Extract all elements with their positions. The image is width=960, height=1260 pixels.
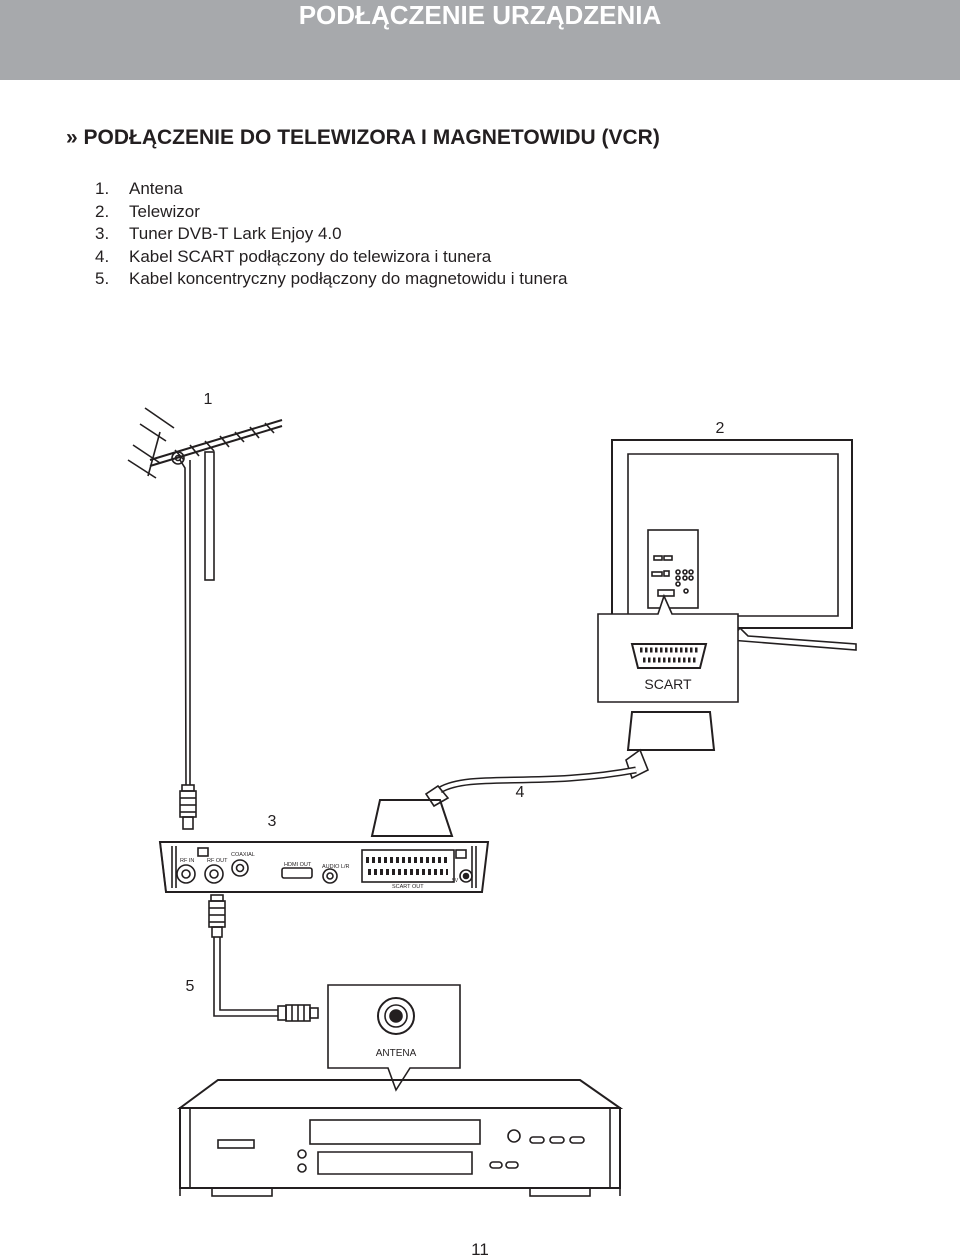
item-number: 5. [95,269,110,289]
power-label: 5V [452,878,459,884]
tuner-illustration [158,841,490,893]
tv-illustration [611,439,857,651]
scart-label: SCART [644,676,692,692]
coax-cable [208,894,319,1022]
rf-out-label: RF OUT [207,858,228,864]
item-text: Kabel SCART podłączony do telewizora i t… [129,246,492,266]
coaxial-label: COAXIAL [231,852,255,858]
page-title: PODŁĄCZENIE URZĄDZENIA [298,0,662,30]
item-text: Kabel koncentryczny podłączony do magnet… [129,269,568,289]
scart-socket-pins [640,647,700,663]
list-item: 1. Antena [95,178,568,201]
item-number: 2. [95,201,110,221]
item-number: 4. [95,246,110,266]
callout-antenna: 1 [204,391,213,408]
scart-out-label: SCART OUT [392,884,424,890]
rf-in-label: RF IN [180,858,194,864]
list-item: 4. Kabel SCART podłączony do telewizora i… [95,246,568,269]
antenna-illustration [127,407,283,581]
page-number: 11 [471,1240,489,1259]
audio-lr-label: AUDIO L/R [322,864,350,870]
vcr-illustration [176,1079,624,1197]
section-heading: » PODŁĄCZENIE DO TELEWIZORA I MAGNETOWID… [66,126,660,149]
list-item: 2. Telewizor [95,201,568,224]
item-text: Tuner DVB-T Lark Enjoy 4.0 [129,224,342,244]
callout-coax-cable: 5 [186,978,195,995]
item-text: Antena [129,179,183,198]
scart-cable [370,711,716,837]
component-list: 1. Antena 2. Telewizor 3. Tuner DVB-T Lark … [95,178,568,291]
callout-scart-cable: 4 [516,784,525,801]
callout-tuner: 3 [268,813,277,830]
item-number: 3. [95,224,110,244]
list-item: 3. Tuner DVB-T Lark Enjoy 4.0 [95,223,568,246]
item-text: Telewizor [129,201,200,221]
antena-label: ANTENA [376,1048,417,1059]
hdmi-out-label: HDMI OUT [284,862,312,868]
connection-diagram: 1 2 3 4 5 SCART ANTENA RF IN RF OUT COAX… [127,391,857,1197]
list-item: 5. Kabel koncentryczny podłączony do magn… [95,268,568,291]
item-number: 1. [95,179,110,198]
callout-tv: 2 [716,420,725,437]
header-bar [0,0,960,80]
